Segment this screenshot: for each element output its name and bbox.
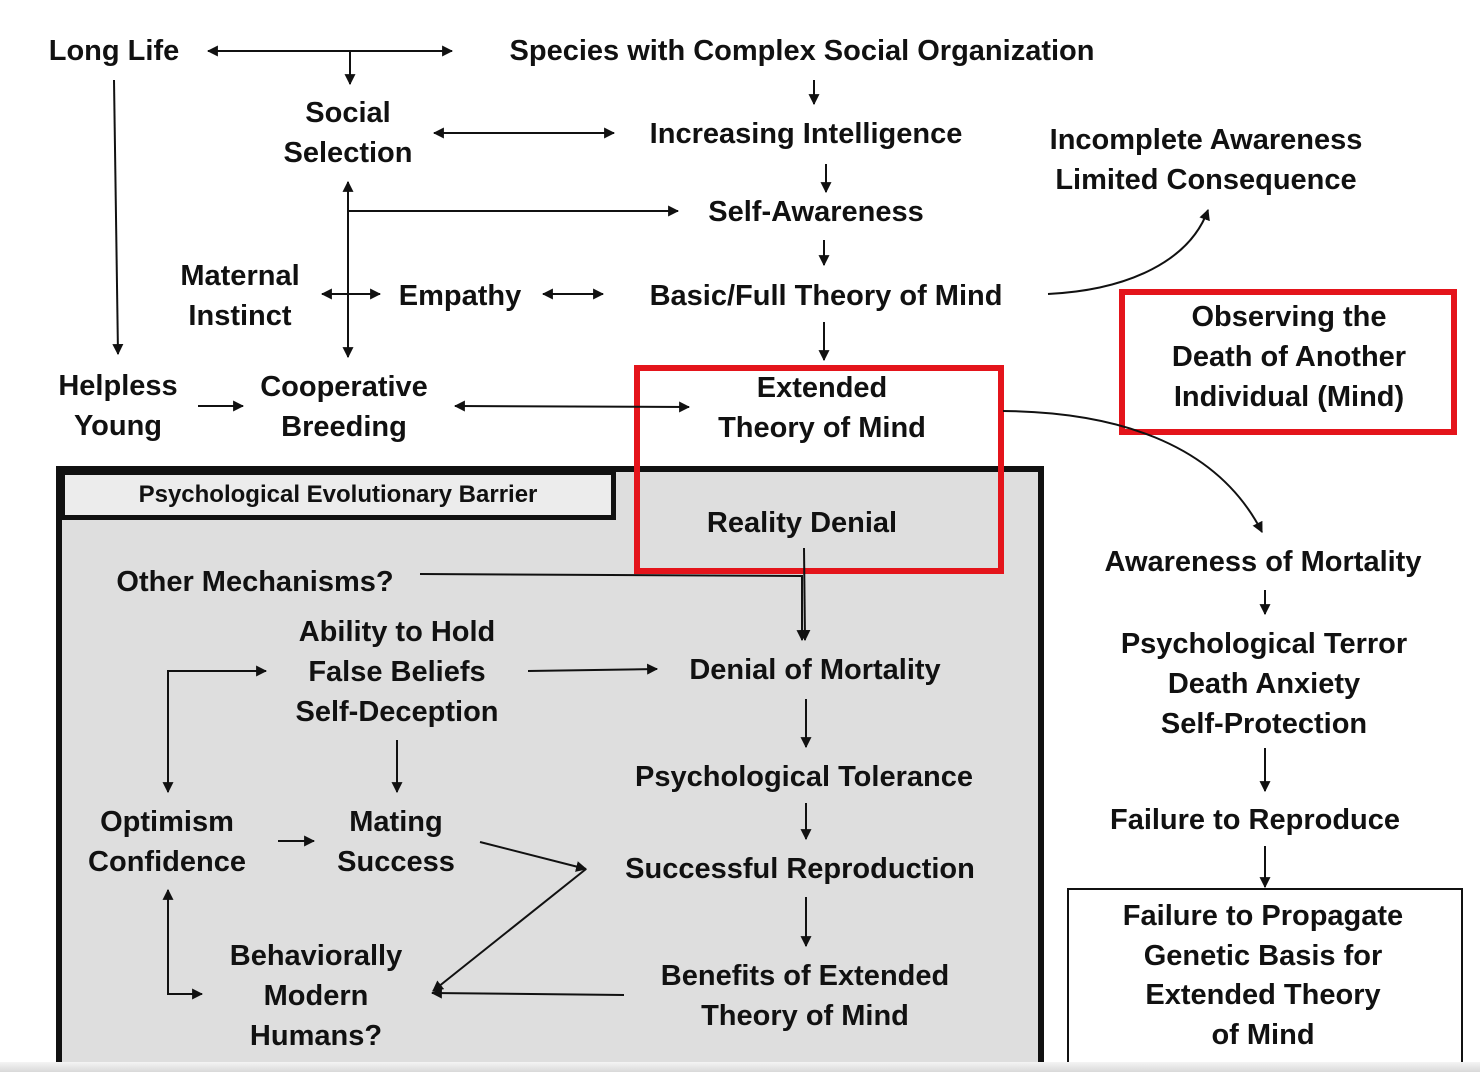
arrow-mating-reproduction	[479, 841, 588, 872]
arrow-benefits-modern	[430, 987, 625, 999]
node-successful-reproduction: Successful Reproduction	[625, 853, 975, 885]
node-reality-denial: Reality Denial	[706, 507, 898, 539]
arrow-reproduction-modern	[432, 868, 587, 992]
arrow-longlife-helpless	[112, 79, 124, 356]
barrier-title: Psychological Evolutionary Barrier	[60, 470, 616, 520]
highlight-observing-death-box	[1119, 289, 1457, 435]
arrow-optimism-modern	[162, 888, 204, 1000]
node-failure-to-reproduce: Failure to Reproduce	[1109, 804, 1401, 836]
node-long-life: Long Life	[48, 35, 180, 67]
arrow-tom-incomplete	[1047, 208, 1210, 295]
highlight-extended-tom-box	[634, 365, 1004, 574]
node-other-mechanisms: Other Mechanisms?	[116, 566, 394, 598]
arrow-optimism-falsebeliefs	[162, 665, 268, 794]
node-self-awareness: Self-Awareness	[708, 196, 924, 228]
arrow-falsebeliefs-denial	[527, 663, 659, 675]
node-awareness-of-mortality: Awareness of Mortality	[1104, 546, 1422, 578]
node-species-social-organization: Species with Complex Social Organization	[509, 35, 1095, 67]
node-increasing-intelligence: Increasing Intelligence	[649, 118, 963, 150]
node-denial-of-mortality: Denial of Mortality	[689, 654, 941, 686]
bottom-edge-shade	[0, 1062, 1480, 1072]
arrow-extended-awareness	[1002, 410, 1263, 533]
failure-propagate-box	[1067, 888, 1463, 1064]
arrow-other-denial	[419, 573, 808, 642]
arrow-cooperative-extended	[453, 400, 691, 413]
arrow-reality-denial	[799, 547, 811, 642]
node-empathy: Empathy	[398, 280, 522, 312]
node-theory-of-mind: Basic/Full Theory of Mind	[649, 280, 1003, 312]
node-psychological-tolerance: Psychological Tolerance	[635, 761, 973, 793]
